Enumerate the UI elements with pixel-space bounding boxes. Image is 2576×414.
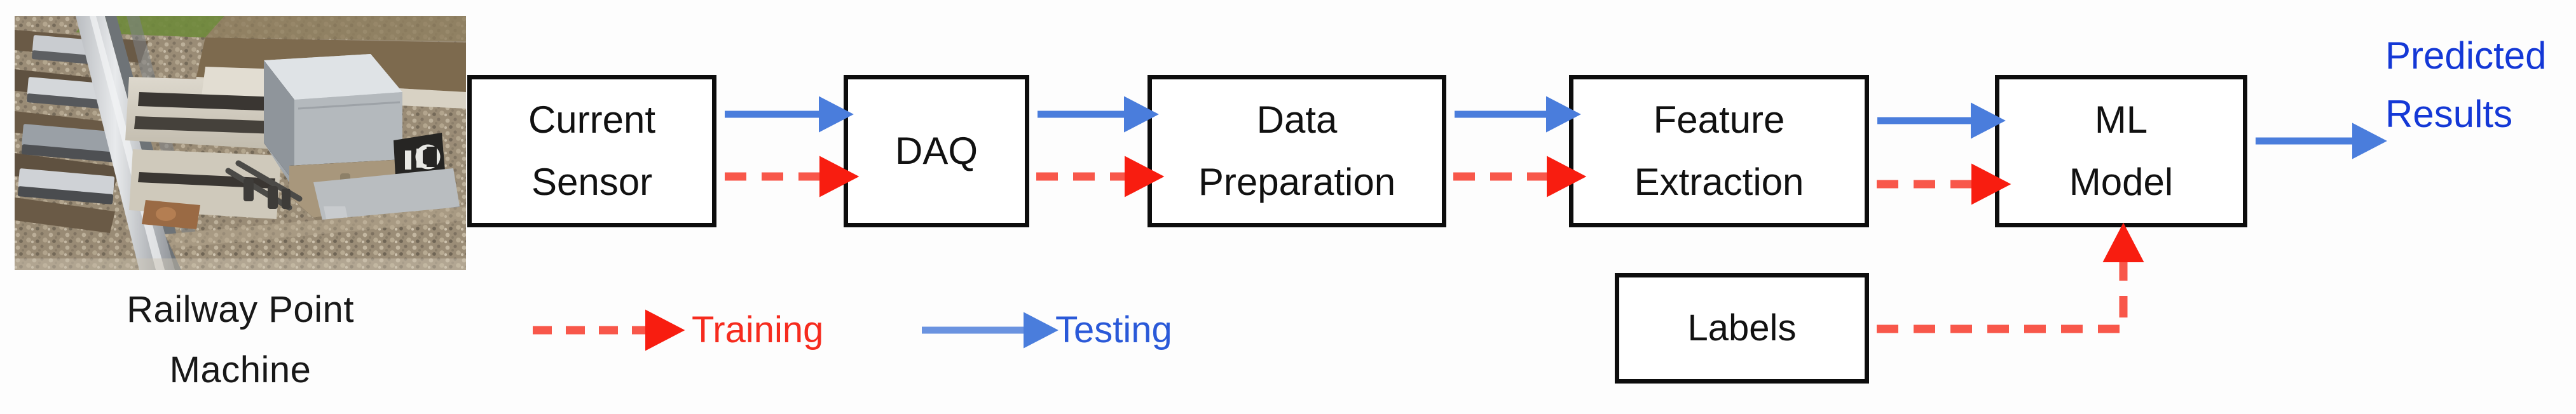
process-box-labels[interactable]: Labels <box>1615 273 1869 384</box>
output-label-line1: Predicted <box>2385 34 2547 77</box>
photo-caption-line1: Railway Point <box>127 289 354 330</box>
box-label-line2: Preparation <box>1198 161 1396 203</box>
railway-point-machine-photo <box>15 16 466 270</box>
process-box-daq[interactable]: DAQ <box>844 75 1029 227</box>
box-label-line2: Extraction <box>1634 161 1804 203</box>
box-label-line1: Data <box>1256 98 1338 141</box>
box-label-line1: DAQ <box>894 130 978 172</box>
photo-caption-line2: Machine <box>169 349 312 391</box>
box-label-line2: Model <box>2069 161 2174 203</box>
box-label-line2: Sensor <box>531 161 653 203</box>
box-label-line1: ML <box>2094 98 2148 141</box>
legend-label-training: Training <box>692 309 824 351</box>
railway-photo-illustration <box>15 16 466 270</box>
output-label-predicted-results: Predicted Results <box>2385 27 2576 144</box>
photo-caption: Railway Point Machine <box>15 279 466 400</box>
process-box-feature-extraction[interactable]: Feature Extraction <box>1569 75 1869 227</box>
process-box-current-sensor[interactable]: Current Sensor <box>467 75 716 227</box>
process-box-data-preparation[interactable]: Data Preparation <box>1148 75 1446 227</box>
box-label-line1: Feature <box>1653 98 1785 141</box>
legend-label-testing: Testing <box>1055 309 1172 351</box>
arrow-training-labels-to-mlmodel <box>1877 222 2144 333</box>
box-label-line1: Labels <box>1687 307 1797 349</box>
box-label-line1: Current <box>528 98 656 141</box>
output-label-line2: Results <box>2385 93 2513 135</box>
